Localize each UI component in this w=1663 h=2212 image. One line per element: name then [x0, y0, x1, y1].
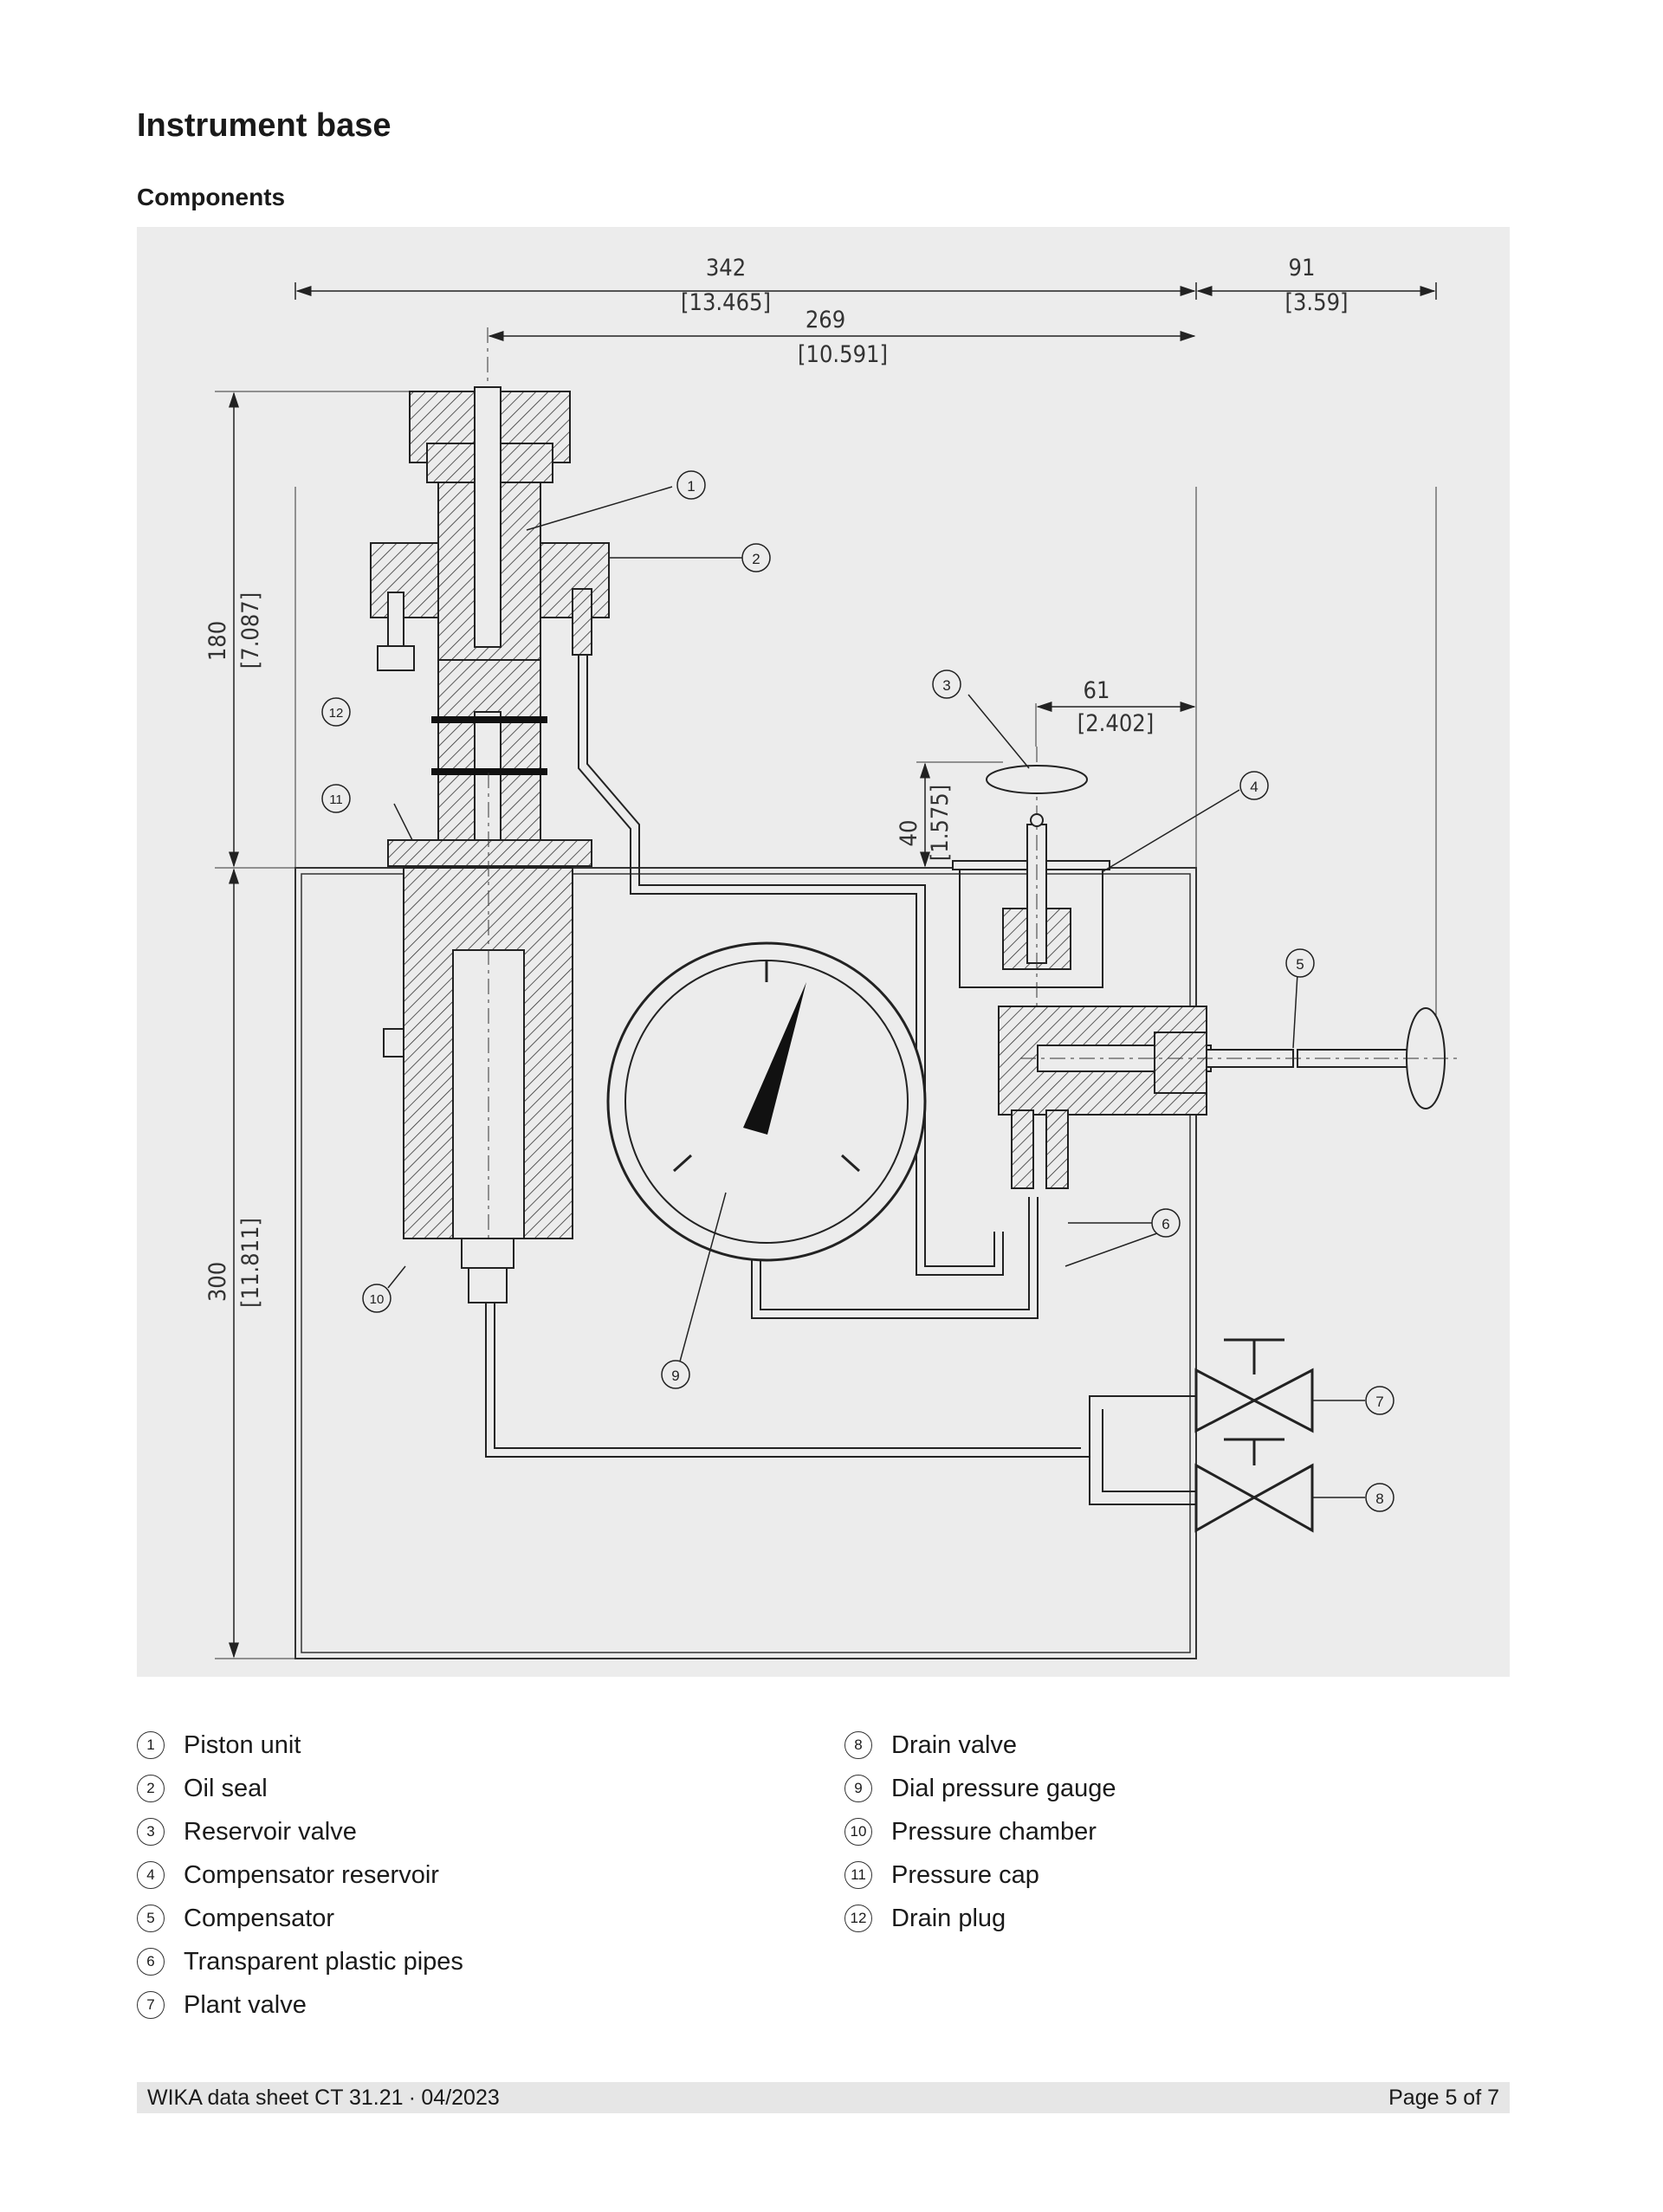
legend-label: Piston unit [184, 1730, 301, 1759]
dim-width-overall-in: [13.465] [681, 289, 771, 316]
reservoir-valve-knob [986, 765, 1088, 794]
gauge-needle [743, 982, 806, 1135]
oil-pipe [586, 655, 995, 1267]
callout-6: 6 [1151, 1208, 1181, 1238]
plant-valve-symbol [1194, 1338, 1314, 1433]
legend-item: 12 Drain plug [844, 1897, 1116, 1940]
svg-text:2: 2 [752, 551, 760, 567]
svg-text:6: 6 [1162, 1216, 1169, 1232]
legend-item: 6 Transparent plastic pipes [137, 1940, 463, 1983]
legend-label: Pressure chamber [891, 1817, 1097, 1846]
callout-1: 1 [676, 470, 706, 500]
dim-width-inner-in: [10.591] [798, 341, 888, 368]
legend-label: Drain valve [891, 1730, 1018, 1759]
dim-height-bottom: 300 [204, 1262, 231, 1302]
legend-number: 5 [137, 1905, 165, 1932]
dim-valve-height-in: [1.575] [927, 785, 954, 861]
callout-3: 3 [932, 669, 961, 699]
legend-item: 5 Compensator [137, 1897, 463, 1940]
dim-height-top-in: [7.087] [237, 592, 264, 669]
svg-text:11: 11 [329, 792, 343, 807]
legend-label: Compensator reservoir [184, 1860, 439, 1889]
legend-item: 8 Drain valve [844, 1724, 1116, 1767]
pressure-cap [387, 839, 592, 867]
legend-label: Pressure cap [891, 1860, 1039, 1889]
legend-label: Dial pressure gauge [891, 1774, 1116, 1802]
legend-item: 7 Plant valve [137, 1983, 463, 2027]
dim-width-right: 91 [1289, 255, 1316, 281]
legend-number: 1 [137, 1731, 165, 1759]
transparent-pipes [760, 1197, 1030, 1310]
callout-10: 10 [362, 1284, 391, 1313]
page-title: Instrument base [137, 107, 391, 144]
drain-valve-symbol [1194, 1438, 1314, 1533]
drain-line [485, 1303, 1196, 1458]
legend-number: 2 [137, 1775, 165, 1802]
legend-item: 10 Pressure chamber [844, 1810, 1116, 1853]
legend-number: 9 [844, 1775, 872, 1802]
page-footer: WIKA data sheet CT 31.21 ∙ 04/2023 Page … [137, 2082, 1510, 2113]
dim-height-bottom-in: [11.811] [237, 1218, 264, 1308]
dim-width-right-in: [3.59] [1284, 289, 1348, 316]
dim-valve-offset: 61 [1084, 677, 1110, 704]
svg-text:10: 10 [370, 1292, 385, 1307]
legend-number: 8 [844, 1731, 872, 1759]
legend-item: 1 Piston unit [137, 1724, 463, 1767]
legend-number: 3 [137, 1818, 165, 1846]
section-subtitle: Components [137, 184, 286, 210]
legend-item: 9 Dial pressure gauge [844, 1767, 1116, 1810]
svg-text:4: 4 [1250, 779, 1258, 795]
legend-label: Plant valve [184, 1990, 307, 2019]
legend-label: Transparent plastic pipes [184, 1947, 463, 1976]
components-drawing: 342 [13.465] 269 [10.591] 91 [3.59] 180 … [137, 227, 1510, 1677]
callout-2: 2 [741, 543, 771, 572]
dim-valve-height: 40 [896, 820, 922, 847]
svg-text:1: 1 [687, 478, 695, 495]
legend-number: 7 [137, 1991, 165, 2019]
legend-item: 4 Compensator reservoir [137, 1853, 463, 1897]
svg-text:5: 5 [1296, 956, 1304, 973]
callout-4: 4 [1239, 771, 1269, 800]
legend-number: 11 [844, 1861, 872, 1889]
legend-number: 4 [137, 1861, 165, 1889]
svg-text:3: 3 [942, 677, 950, 694]
dim-width-overall: 342 [706, 255, 746, 281]
callout-9: 9 [661, 1360, 690, 1389]
svg-text:12: 12 [329, 706, 344, 721]
callout-11: 11 [321, 784, 351, 813]
legend-item: 11 Pressure cap [844, 1853, 1116, 1897]
callout-7: 7 [1365, 1386, 1394, 1415]
legend-number: 6 [137, 1948, 165, 1976]
footer-doc-id: WIKA data sheet CT 31.21 ∙ 04/2023 [147, 2085, 500, 2110]
svg-text:9: 9 [671, 1368, 679, 1384]
legend-number: 12 [844, 1905, 872, 1932]
callout-12: 12 [321, 697, 351, 727]
svg-text:8: 8 [1375, 1491, 1383, 1507]
base-frame [294, 867, 1197, 1659]
legend-label: Compensator [184, 1904, 335, 1932]
callout-5: 5 [1285, 948, 1315, 978]
legend-label: Drain plug [891, 1904, 1006, 1932]
callout-8: 8 [1365, 1483, 1394, 1512]
dim-width-inner: 269 [806, 307, 845, 333]
legend-item: 2 Oil seal [137, 1767, 463, 1810]
legend-item: 3 Reservoir valve [137, 1810, 463, 1853]
legend-label: Reservoir valve [184, 1817, 357, 1846]
footer-page-number: Page 5 of 7 [1388, 2085, 1499, 2110]
legend-number: 10 [844, 1818, 872, 1846]
dim-height-top: 180 [204, 621, 231, 661]
svg-text:7: 7 [1375, 1394, 1383, 1410]
legend-label: Oil seal [184, 1774, 268, 1802]
dim-valve-offset-in: [2.402] [1077, 710, 1154, 737]
